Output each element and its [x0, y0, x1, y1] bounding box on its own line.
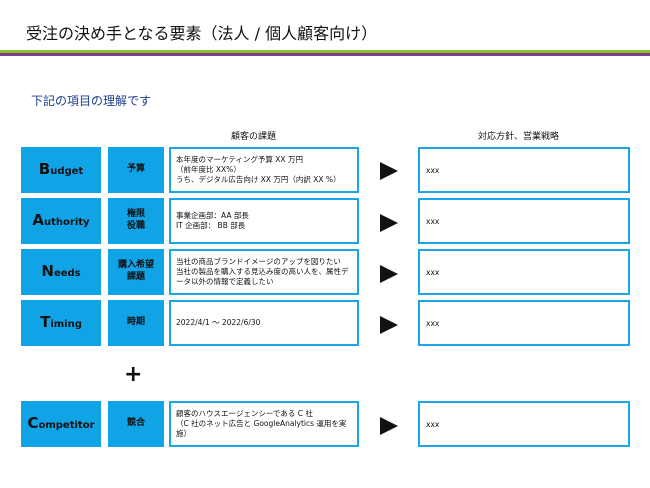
- key-rest: uthority: [44, 217, 90, 229]
- arrow-right-icon: [380, 265, 398, 283]
- key-rest: eeds: [53, 268, 81, 280]
- key-rest: udget: [50, 166, 84, 178]
- key-initial: B: [38, 160, 51, 179]
- issue-needs: 当社の商品ブランドイメージのアップを図りたい 当社の製品を購入する見込み度の高い…: [169, 249, 359, 295]
- key-rest: iming: [50, 319, 82, 331]
- jp-label-budget: 予算: [108, 147, 164, 193]
- arrow-right-icon: [380, 316, 398, 334]
- jp-label-authority: 権限 役職: [108, 198, 164, 244]
- jp-label-competitor: 競合: [108, 401, 164, 447]
- key-initial: T: [40, 313, 51, 332]
- key-timing: Timing: [21, 300, 101, 346]
- key-initial: C: [27, 414, 39, 433]
- column-header-policy: 対応方針、営業戦略: [478, 132, 560, 142]
- arrow-right-icon: [380, 214, 398, 232]
- policy-competitor: xxx: [418, 401, 630, 447]
- header-band-purple: [0, 53, 650, 56]
- issue-budget: 本年度のマーケティング予算 XX 万円 （前年度比 XX%） うち、デジタル広告…: [169, 147, 359, 193]
- issue-authority: 事業企画部：AA 部長 IT 企画部： BB 部長: [169, 198, 359, 244]
- column-header-issues: 顧客の課題: [231, 132, 277, 142]
- subtitle: 下記の項目の理解です: [31, 94, 152, 108]
- key-competitor: Competitor: [21, 401, 101, 447]
- jp-label-timing: 時期: [108, 300, 164, 346]
- key-authority: Authority: [21, 198, 101, 244]
- page-title: 受注の決め手となる要素（法人 / 個人顧客向け）: [26, 24, 378, 43]
- policy-timing: xxx: [418, 300, 630, 346]
- jp-label-needs: 購入希望 課題: [108, 249, 164, 295]
- policy-needs: xxx: [418, 249, 630, 295]
- issue-competitor: 顧客のハウスエージェンシーである C 社 （C 社のネット広告と GoogleA…: [169, 401, 359, 447]
- policy-budget: xxx: [418, 147, 630, 193]
- issue-timing: 2022/4/1 ～ 2022/6/30: [169, 300, 359, 346]
- plus-sign: +: [124, 362, 143, 387]
- key-rest: ompetitor: [38, 420, 95, 432]
- arrow-right-icon: [380, 417, 398, 435]
- header-band-green: [0, 50, 650, 53]
- key-budget: Budget: [21, 147, 101, 193]
- key-initial: N: [41, 262, 54, 281]
- policy-authority: xxx: [418, 198, 630, 244]
- arrow-right-icon: [380, 162, 398, 180]
- key-needs: Needs: [21, 249, 101, 295]
- key-initial: A: [32, 211, 45, 230]
